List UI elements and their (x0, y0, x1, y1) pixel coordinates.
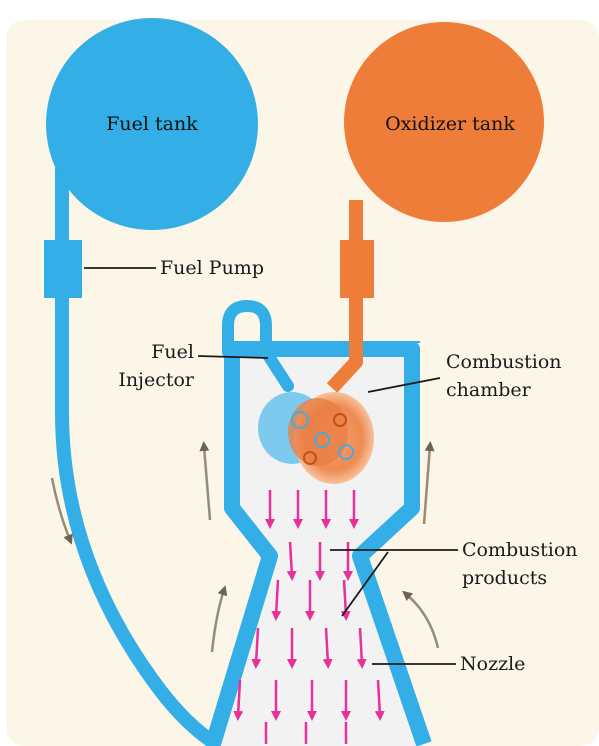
fuel-pump (44, 240, 82, 298)
combustion-chamber-label-2: chamber (446, 379, 532, 401)
fuel-injector-label-1: Fuel (151, 341, 194, 363)
fuel-tank-label: Fuel tank (106, 113, 198, 135)
nozzle-label: Nozzle (460, 653, 525, 675)
fuel-injector-label-2: Injector (118, 369, 195, 391)
oxidizer-tank-label: Oxidizer tank (385, 113, 515, 135)
combustion-chamber-label-1: Combustion (446, 351, 562, 373)
fuel-pump-label: Fuel Pump (160, 257, 264, 279)
combustion-products-label-2: products (462, 567, 547, 589)
oxidizer-pump (340, 240, 374, 298)
combustion-products-label-1: Combustion (462, 539, 578, 561)
